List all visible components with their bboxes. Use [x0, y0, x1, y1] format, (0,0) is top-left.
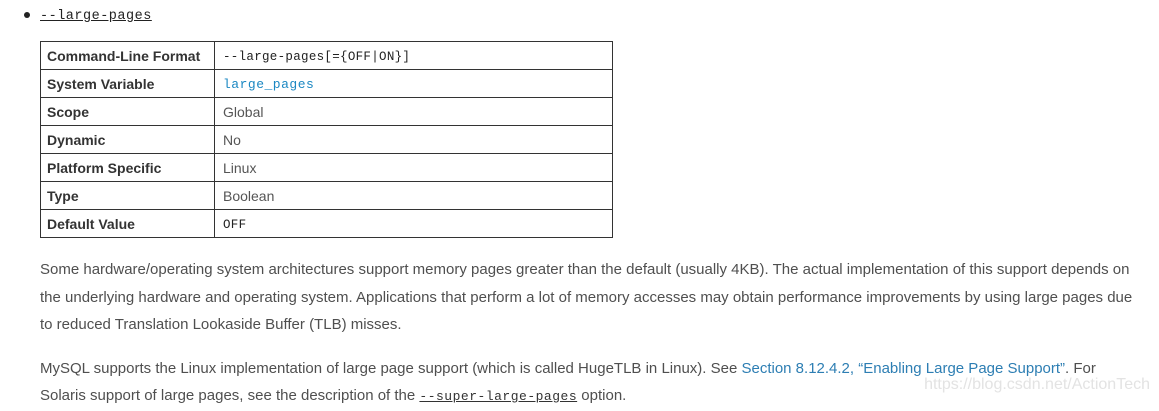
- system-variable-link[interactable]: large_pages: [223, 77, 315, 92]
- paragraph-text: option.: [577, 387, 627, 404]
- table-row: Default Value OFF: [40, 209, 613, 238]
- row-label: Command-Line Format: [40, 41, 215, 70]
- section-8-12-4-2-link[interactable]: Section 8.12.4.2, “Enabling Large Page S…: [741, 359, 1066, 377]
- command-line-format-value: --large-pages[={OFF|ON}]: [223, 50, 411, 64]
- option-list: --large-pages: [0, 0, 1159, 24]
- spec-table: Command-Line Format --large-pages[={OFF|…: [40, 41, 613, 238]
- type-value: Boolean: [214, 181, 613, 210]
- platform-specific-value: Linux: [214, 153, 613, 182]
- row-label: Dynamic: [40, 125, 215, 154]
- table-row: Type Boolean: [40, 181, 613, 210]
- row-label: Scope: [40, 97, 215, 126]
- scope-value: Global: [214, 97, 613, 126]
- row-label: Type: [40, 181, 215, 210]
- table-row: System Variable large_pages: [40, 69, 613, 98]
- row-label: Default Value: [40, 209, 215, 238]
- large-pages-option-link[interactable]: --large-pages: [40, 9, 152, 24]
- table-row: Scope Global: [40, 97, 613, 126]
- row-value: OFF: [214, 209, 613, 238]
- table-row: Dynamic No: [40, 125, 613, 154]
- paragraph-hardware-support: Some hardware/operating system architect…: [40, 261, 1133, 333]
- table-row: Command-Line Format --large-pages[={OFF|…: [40, 41, 613, 70]
- paragraph-text: MySQL supports the Linux implementation …: [40, 359, 742, 377]
- row-value: large_pages: [214, 69, 613, 98]
- row-label: System Variable: [40, 69, 215, 98]
- row-value: --large-pages[={OFF|ON}]: [214, 41, 613, 70]
- paragraph-linux-support: MySQL supports the Linux implementation …: [40, 355, 1140, 411]
- default-value: OFF: [223, 218, 247, 232]
- paragraph-text: . For Solaris support of large pages, se…: [40, 359, 1096, 405]
- row-label: Platform Specific: [40, 153, 215, 182]
- super-large-pages-option-link[interactable]: --super-large-pages: [419, 389, 578, 404]
- table-row: Platform Specific Linux: [40, 153, 613, 182]
- option-list-item: --large-pages: [24, 0, 1159, 24]
- dynamic-value: No: [214, 125, 613, 154]
